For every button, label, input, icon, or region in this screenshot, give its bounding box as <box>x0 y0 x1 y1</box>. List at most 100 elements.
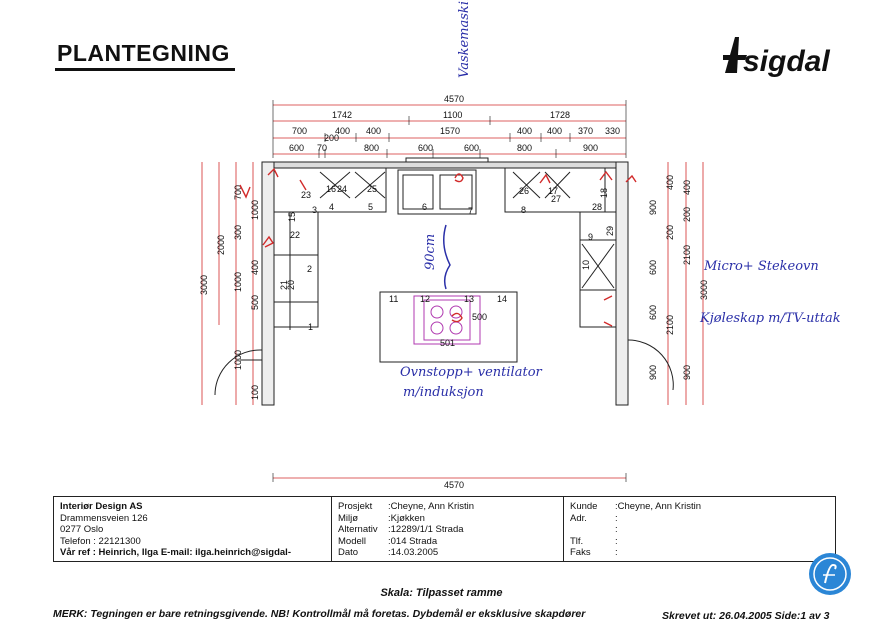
customer-key <box>570 524 615 536</box>
dim-right-inner-6: 900 <box>648 365 658 380</box>
dim-top-row2-1: 1742 <box>332 110 352 120</box>
cab-3: 3 <box>312 205 317 215</box>
island-cooktop <box>413 295 481 345</box>
dim-right-mid-1: 400 <box>682 180 692 195</box>
project-key: Alternativ <box>338 524 378 535</box>
cab-14: 14 <box>497 294 507 304</box>
red-annotations <box>239 167 637 327</box>
cab-11: 11 <box>389 294 398 304</box>
logo-mark-bar <box>723 55 747 60</box>
dim-left-inner-5: 1000 <box>233 272 243 292</box>
cab-21: 21 <box>279 280 289 290</box>
dim-top-row4-3: 800 <box>364 143 379 153</box>
cab-16: 16 <box>326 184 336 194</box>
dim-top-row2-2: 1100 <box>443 110 462 120</box>
dim-top-row4-4: 600 <box>418 143 433 153</box>
dim-bottom-total: 4570 <box>444 480 464 490</box>
customer-value: :Cheyne, Ann Kristin <box>615 501 702 512</box>
project-block: Prosjekt:Cheyne, Ann Kristin Miljø:Kjøkk… <box>332 497 564 561</box>
cab-26: 26 <box>519 186 529 196</box>
dim-top-row3-4: 1570 <box>440 126 460 136</box>
project-value: :12289/1/1 Strada <box>388 524 464 535</box>
cab-4: 4 <box>329 202 334 212</box>
dim-left-inner-3: 300 <box>233 225 243 240</box>
cab-17: 17 <box>548 186 558 196</box>
dim-left-inner-6: 500 <box>250 295 260 310</box>
company-block: Interiør Design AS Drammensveien 126 027… <box>54 497 332 561</box>
cab-9: 9 <box>588 232 593 242</box>
customer-row: Adr.: <box>570 513 830 525</box>
dim-top-row3-8: 330 <box>605 126 620 136</box>
dim-left-inner-2: 1000 <box>250 200 260 220</box>
project-key: Dato <box>338 547 359 558</box>
dim-left-outer: 3000 <box>199 275 209 295</box>
dim-top-row4-2: 70 <box>317 143 327 153</box>
handwritten-ventilation: Vaskemaskin <box>457 0 472 78</box>
dim-left-inner-1: 700 <box>233 185 243 200</box>
dim-right-inner-1: 900 <box>648 200 658 215</box>
project-key: Modell <box>338 535 366 547</box>
cab-25: 25 <box>367 184 377 194</box>
handwritten-cooktop-2: m/induksjon <box>403 385 484 400</box>
cab-28: 28 <box>592 202 602 212</box>
badge-glyph-icon <box>813 557 847 591</box>
dim-right-inner-4: 600 <box>648 260 658 275</box>
cab-27: 27 <box>551 194 561 204</box>
cab-29: 29 <box>605 226 615 236</box>
dim-left-inner-7: 1000 <box>233 350 243 370</box>
dim-right-inner-5: 600 <box>648 305 658 320</box>
kitchen-layout <box>214 157 674 406</box>
ink-arrow <box>443 224 451 290</box>
sigdal-logo: sigdal <box>723 37 830 77</box>
info-table: Interiør Design AS Drammensveien 126 027… <box>53 496 836 562</box>
project-row: Alternativ :12289/1/1 Strada <box>338 524 557 536</box>
top-dimension-ticks <box>272 100 627 482</box>
project-row: Modell :014 Strada <box>338 536 557 548</box>
scale-text: Skala: Tilpasset ramme <box>380 587 503 599</box>
page-title: PLANTEGNING <box>57 40 230 66</box>
dim-top-row4-1: 600 <box>289 143 304 153</box>
customer-row: Kunde:Cheyne, Ann Kristin <box>570 501 830 513</box>
cab-7: 7 <box>468 206 473 216</box>
project-value: :014 Strada <box>388 535 438 547</box>
cab-2: 2 <box>307 264 312 274</box>
dim-top-row2-3: 1728 <box>550 110 570 120</box>
company-ref: Vår ref : Heinrich, Ilga E-mail: ilga.he… <box>60 547 291 558</box>
customer-key: Faks <box>570 547 591 558</box>
cab-23: 23 <box>301 190 311 200</box>
project-row: Miljø:Kjøkken <box>338 513 557 525</box>
cab-500: 500 <box>472 312 487 322</box>
dim-top-row3-5: 400 <box>517 126 532 136</box>
cab-18: 18 <box>599 188 609 198</box>
dim-top-row3-small: 200 <box>324 133 339 143</box>
footer-printed: Skrevet ut: 26.04.2005 Side:1 av 3 <box>662 610 830 622</box>
cab-6: 6 <box>422 202 427 212</box>
dim-top-row3-7: 370 <box>578 126 593 136</box>
dim-top-row3-1: 700 <box>292 126 307 136</box>
company-address: Drammensveien 126 <box>60 512 148 524</box>
handwritten-micro: Micro+ Stekeovn <box>703 259 819 274</box>
project-key: Prosjekt <box>338 501 373 512</box>
cab-8: 8 <box>521 205 526 215</box>
handwritten-cooktop-1: Ovnstopp+ ventilator <box>400 365 543 380</box>
dim-top-row4-6: 800 <box>517 143 532 153</box>
customer-value: : <box>615 547 618 558</box>
dim-left-mid: 2000 <box>216 235 226 255</box>
project-key: Miljø <box>338 512 359 524</box>
customer-key: Adr. <box>570 512 587 524</box>
dim-top-row4-5: 600 <box>464 143 479 153</box>
customer-value: : <box>615 512 618 524</box>
dim-right-inner-2: 400 <box>665 175 675 190</box>
badge-icon[interactable] <box>809 553 851 595</box>
cab-12: 12 <box>420 294 430 304</box>
dim-right-inner-3: 200 <box>665 225 675 240</box>
dim-right-mid-2: 200 <box>682 207 692 222</box>
dim-right-mid-3: 2100 <box>682 245 692 265</box>
title-underline <box>55 68 235 71</box>
dim-top-row3-2: 400 <box>335 126 350 136</box>
customer-value: : <box>615 535 618 547</box>
customer-row: Tlf.: <box>570 536 830 548</box>
left-dimension-lines <box>201 162 704 405</box>
dim-top-row3-3: 400 <box>366 126 381 136</box>
cab-501: 501 <box>440 338 455 348</box>
